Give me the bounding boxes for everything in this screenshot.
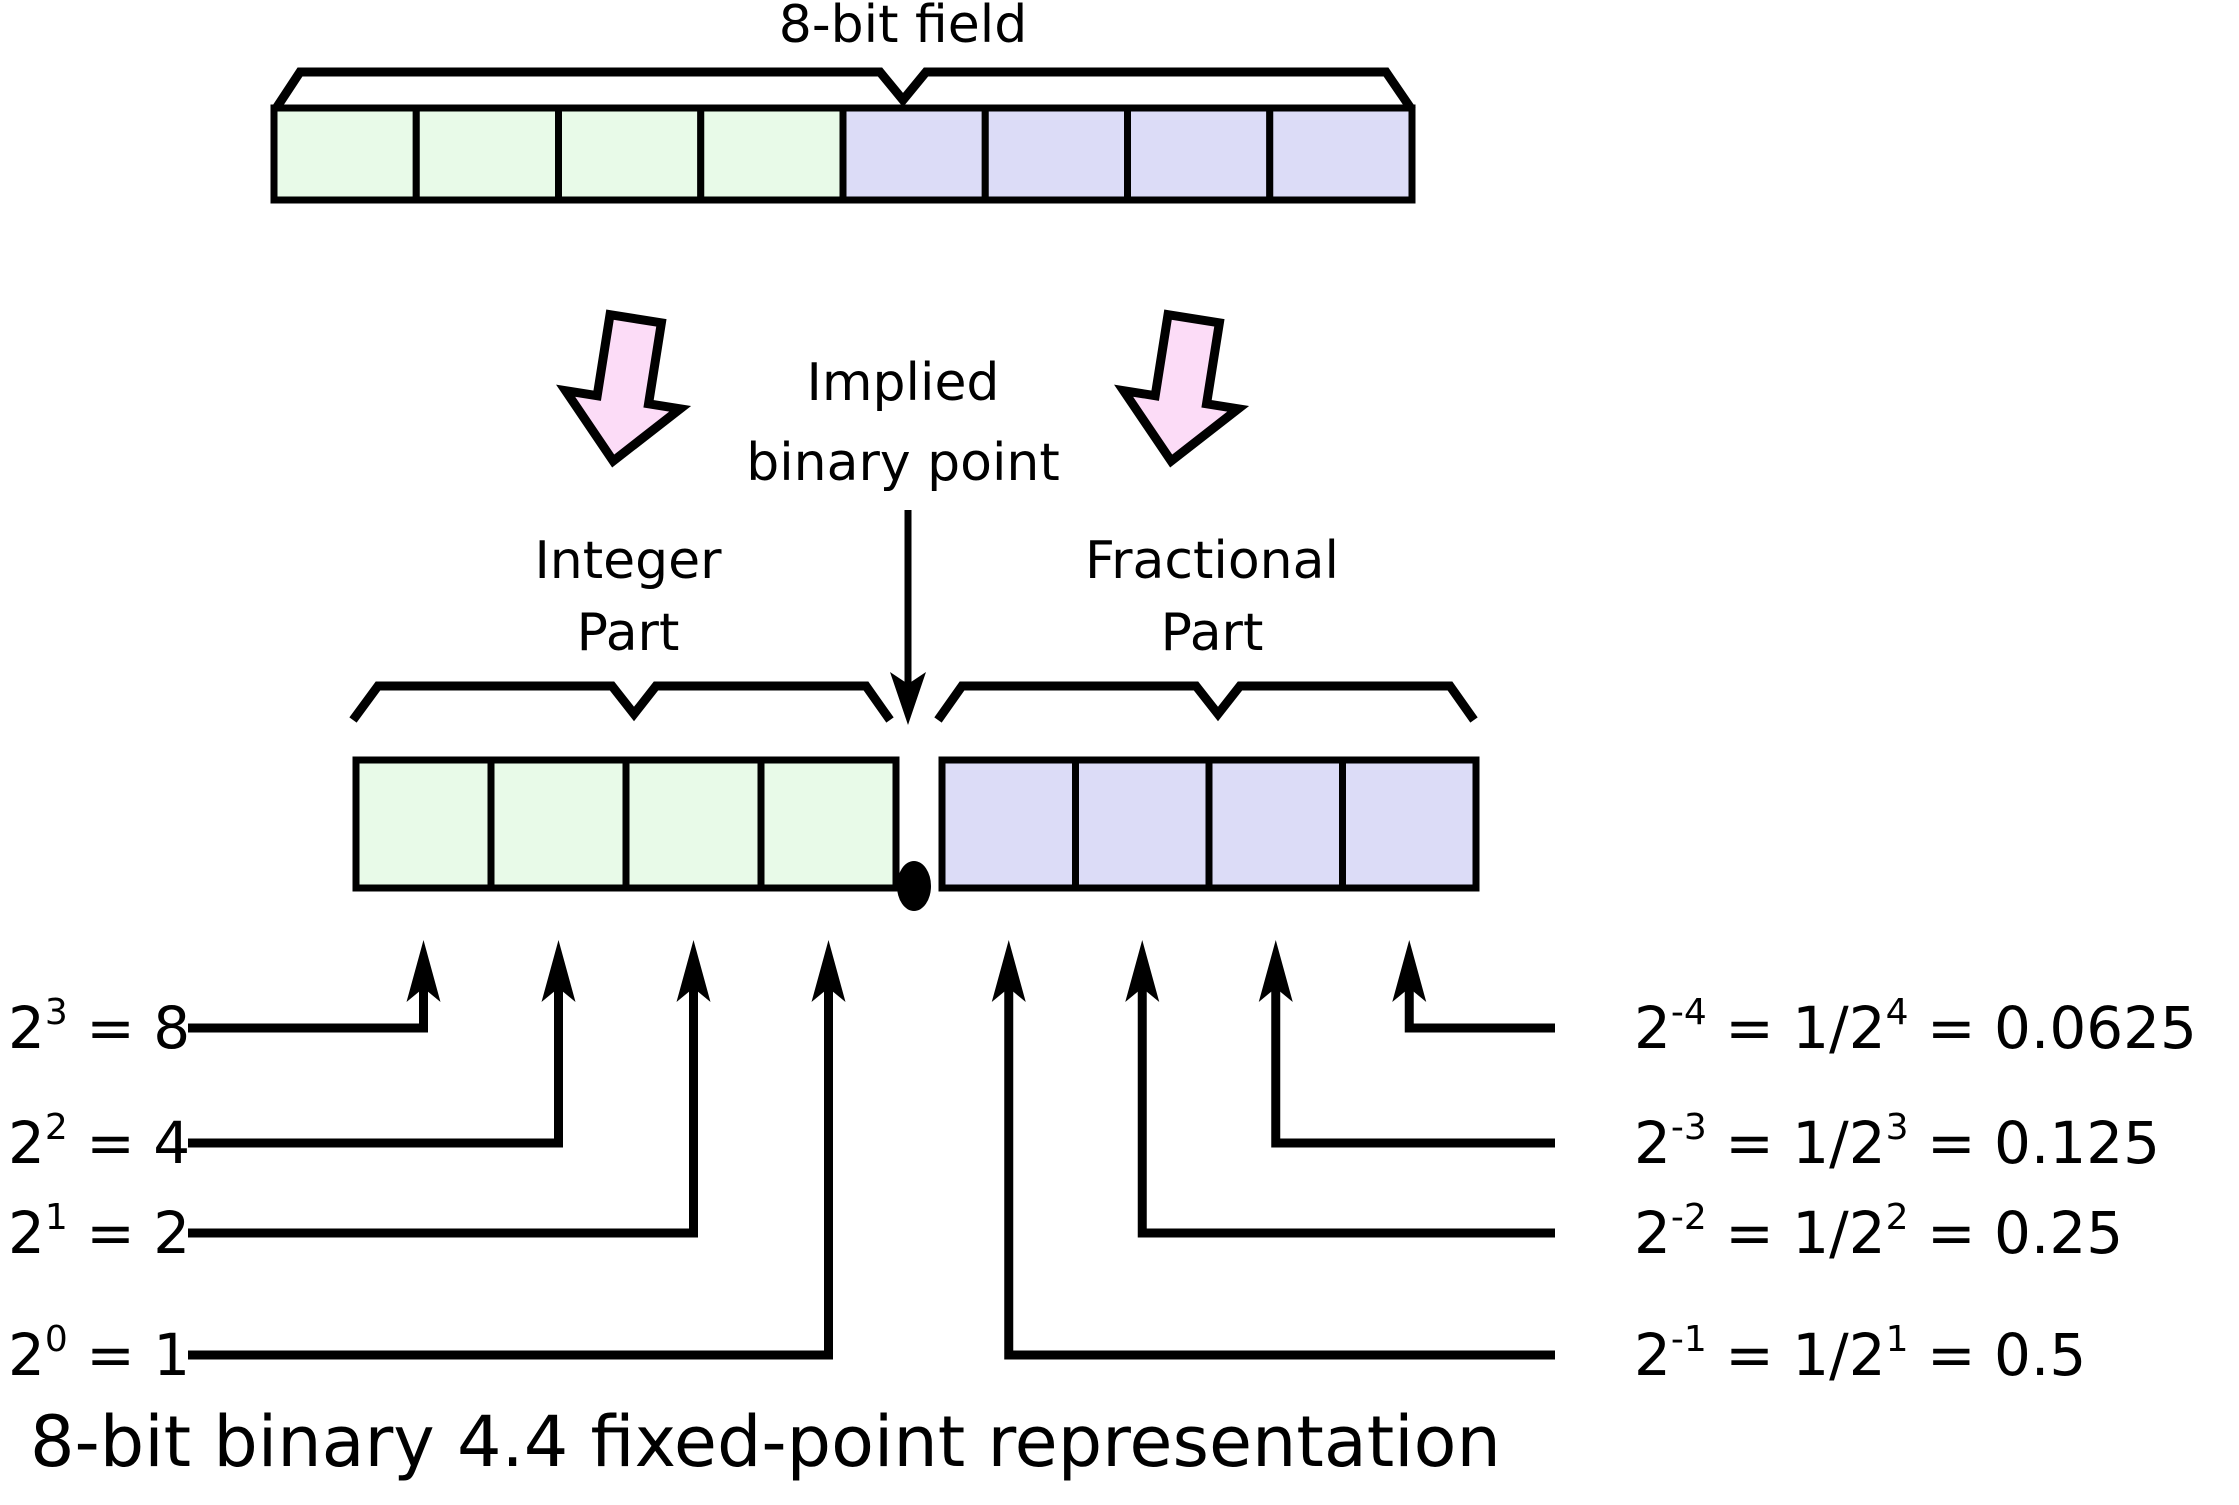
integer-weight-label-3: 20 = 1 xyxy=(8,1319,190,1389)
top-bit-cell-5 xyxy=(981,104,1131,204)
fractional-bit-cell-2 xyxy=(1205,756,1346,892)
fractional-leader-2--4 xyxy=(1392,940,1555,1033)
fractional-part-label-line1: Fractional xyxy=(1085,531,1339,591)
top-bit-cell-7 xyxy=(1266,104,1416,204)
fractional-weight-labels: 2-4 = 1/24 = 0.0625 2-3 = 1/23 = 0.125 2-2… xyxy=(1634,992,2197,1389)
top-field-label: 8-bit field xyxy=(779,0,1027,55)
top-bit-cell-4 xyxy=(839,104,989,204)
integer-leader-2-3 xyxy=(188,940,441,1033)
top-bit-cell-0 xyxy=(270,104,420,204)
integer-part-label-line1: Integer xyxy=(534,531,722,591)
integer-leader-2-1 xyxy=(188,940,711,1238)
top-bit-cell-1 xyxy=(412,104,562,204)
top-bit-cell-6 xyxy=(1124,104,1274,204)
integer-weight-labels: 23 = 8 22 = 4 21 = 2 20 = 1 xyxy=(8,992,190,1389)
integer-part-label-line2: Part xyxy=(577,603,680,663)
implied-binary-point-label-line2: binary point xyxy=(746,433,1060,493)
integer-leader-2-0 xyxy=(188,940,846,1360)
integer-bit-cell-3 xyxy=(757,756,900,892)
integer-part-cells xyxy=(352,756,900,892)
integer-bit-cell-0 xyxy=(352,756,495,892)
integer-part-brace xyxy=(349,681,894,723)
top-bit-field xyxy=(270,104,1416,204)
integer-leader-2-2 xyxy=(188,940,576,1148)
fractional-weight-label-2: 2-2 = 1/22 = 0.25 xyxy=(1634,1197,2123,1267)
fractional-weight-label-0: 2-4 = 1/24 = 0.0625 xyxy=(1634,992,2197,1062)
integer-bit-cell-2 xyxy=(622,756,765,892)
split-arrow-right xyxy=(1114,309,1250,468)
fractional-part-label-line2: Part xyxy=(1161,603,1264,663)
top-bit-cell-3 xyxy=(697,104,847,204)
integer-weight-leader-lines xyxy=(188,940,846,1360)
top-field-brace xyxy=(271,67,1416,113)
integer-weight-label-0: 23 = 8 xyxy=(8,992,190,1062)
fractional-weight-leader-lines xyxy=(991,940,1555,1360)
fractional-leader-2--2 xyxy=(1125,940,1555,1238)
fractional-leader-2--3 xyxy=(1258,940,1555,1148)
fractional-weight-label-1: 2-3 = 1/23 = 0.125 xyxy=(1634,1107,2160,1177)
integer-weight-label-1: 22 = 4 xyxy=(8,1107,190,1177)
binary-point-dot xyxy=(897,861,931,911)
split-arrow-left xyxy=(556,309,692,468)
fractional-part-cells xyxy=(938,756,1480,892)
diagram-caption: 8-bit binary 4.4 fixed-point representat… xyxy=(30,1401,1501,1483)
fractional-bit-cell-0 xyxy=(938,756,1079,892)
fractional-part-brace xyxy=(934,681,1478,723)
integer-weight-label-2: 21 = 2 xyxy=(8,1197,190,1267)
top-bit-cell-2 xyxy=(555,104,705,204)
integer-bit-cell-1 xyxy=(487,756,630,892)
fractional-bit-cell-1 xyxy=(1072,756,1213,892)
fractional-weight-label-3: 2-1 = 1/21 = 0.5 xyxy=(1634,1319,2086,1389)
fractional-bit-cell-3 xyxy=(1339,756,1480,892)
fractional-leader-2--1 xyxy=(991,940,1555,1360)
implied-point-pointer-arrow xyxy=(890,510,926,725)
implied-binary-point-label-line1: Implied xyxy=(807,353,1000,413)
